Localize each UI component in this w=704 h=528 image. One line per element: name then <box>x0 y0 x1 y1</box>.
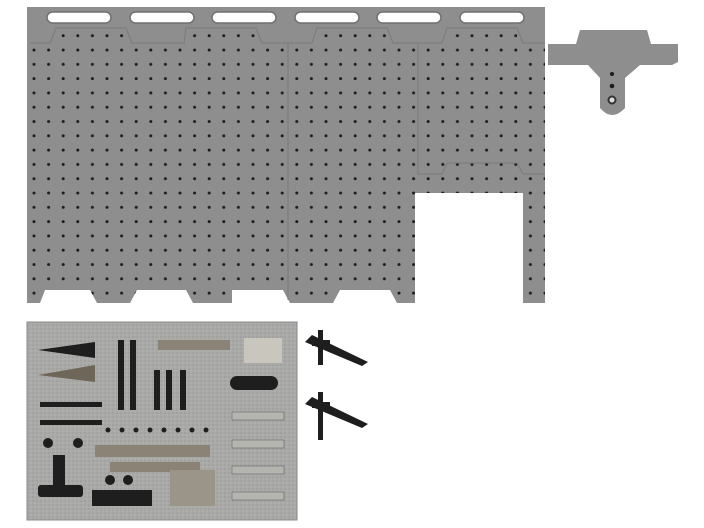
slot <box>211 11 277 24</box>
table-top-panel <box>27 7 545 303</box>
mounting-bracket <box>548 30 678 115</box>
slot <box>459 11 525 24</box>
slot <box>129 11 195 24</box>
hold-down-clamp <box>305 392 368 440</box>
steel-tools <box>95 338 282 506</box>
slot <box>376 11 442 24</box>
tool-kit-tray <box>26 321 298 521</box>
slot <box>294 11 360 24</box>
slot-row <box>46 11 525 24</box>
clamp-tools <box>38 340 278 506</box>
hold-down-clamp <box>305 330 368 366</box>
steel-pins <box>231 411 285 501</box>
bolt-row <box>105 427 209 433</box>
slot <box>46 11 112 24</box>
